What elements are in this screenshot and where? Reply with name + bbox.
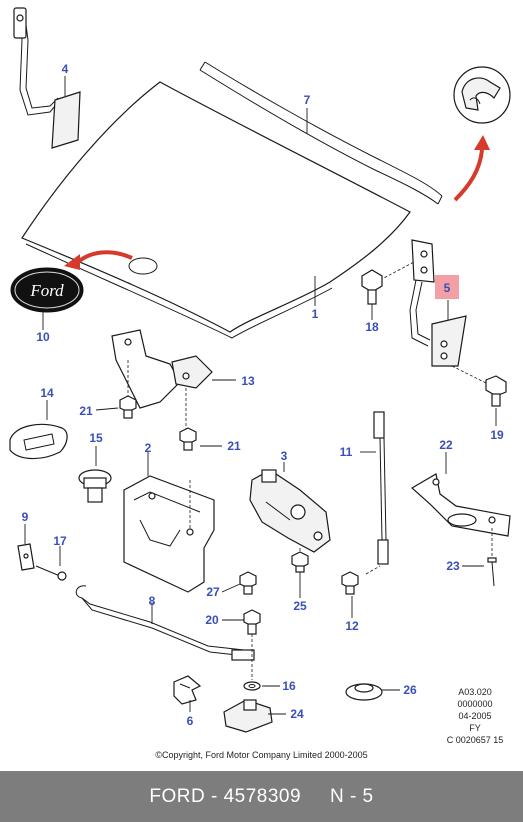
hinge-assembly-right — [409, 239, 467, 367]
callout-19: 19 — [490, 428, 504, 442]
bolt-27 — [239, 571, 257, 595]
callout-17: 17 — [53, 534, 67, 548]
callout-9: 9 — [22, 510, 29, 524]
footer-separator: - — [205, 785, 224, 807]
reference-line-1: A03.020 — [458, 687, 492, 697]
footer-gap — [301, 786, 330, 808]
hood-latch-mechanism — [249, 469, 331, 553]
hood-panel — [21, 81, 411, 339]
callout-10: 10 — [36, 330, 50, 344]
latch-bracket — [111, 329, 213, 430]
prop-rod — [75, 585, 255, 661]
detail-arrow-head — [474, 135, 490, 150]
callout-23: 23 — [446, 559, 460, 573]
ford-logo-badge: Ford — [10, 267, 84, 313]
leader-lines — [24, 76, 497, 715]
bolt-20 — [243, 609, 261, 680]
support-rod-clip-17 — [35, 565, 67, 581]
rivet-23 — [487, 528, 497, 587]
callout-1: 1 — [312, 307, 319, 321]
release-grommet — [9, 423, 68, 460]
bolt-21-right — [179, 427, 197, 451]
callout-20: 20 — [205, 613, 219, 627]
callout-5: 5 — [444, 281, 451, 295]
callout-25: 25 — [293, 599, 307, 613]
washer-16 — [243, 681, 261, 691]
bolt-18 — [361, 261, 415, 305]
callout-15: 15 — [89, 431, 103, 445]
reference-line-2: 0000000 — [457, 699, 493, 709]
callout-16: 16 — [282, 679, 296, 693]
callout-11: 11 — [340, 445, 353, 459]
callout-6: 6 — [187, 714, 194, 728]
grommet-26 — [345, 683, 383, 701]
diagram-reference: A03.020 0000000 04-2005 FY C 0020657 15 — [435, 686, 515, 746]
reference-line-5: C 0020657 15 — [446, 735, 504, 745]
hood-seal-strip — [199, 61, 443, 205]
copyright-notice: ©Copyright, Ford Motor Company Limited 2… — [155, 750, 368, 760]
bumper-stop — [78, 469, 112, 503]
latch-reinforcement — [123, 475, 215, 593]
callout-21-right: 21 — [227, 439, 241, 453]
callout-3: 3 — [281, 449, 288, 463]
callout-2: 2 — [145, 441, 152, 455]
callout-12: 12 — [345, 619, 359, 633]
hinge-arm-left — [13, 7, 81, 149]
callout-7: 7 — [304, 93, 311, 107]
callout-24: 24 — [290, 707, 304, 721]
bolt-12 — [341, 571, 359, 595]
footer-brand: FORD — [149, 785, 206, 807]
callout-27: 27 — [206, 585, 220, 599]
reference-line-3: 04-2005 — [458, 711, 492, 721]
reference-line-4: FY — [469, 723, 481, 733]
parts-diagram: Ford — [9, 7, 511, 733]
bolt-25 — [291, 548, 309, 573]
callout-13: 13 — [241, 374, 255, 388]
footer-bar: FORD - 4578309 N - 5 — [0, 771, 523, 822]
callout-8: 8 — [149, 594, 156, 608]
bolt-21-left — [119, 395, 137, 419]
callout-14: 14 — [40, 386, 54, 400]
callout-18: 18 — [365, 320, 379, 334]
callout-4: 4 — [62, 62, 69, 76]
support-bracket — [410, 473, 511, 537]
rod-holder-24 — [223, 699, 273, 733]
logo-arrow — [76, 250, 133, 264]
cable-clip-9 — [17, 543, 35, 571]
callout-5-highlight — [435, 275, 459, 299]
callout-22: 22 — [439, 438, 453, 452]
logo-arrow-head — [64, 254, 80, 270]
footer-part-number: 4578309 — [223, 785, 302, 807]
detail-arrow — [453, 149, 484, 202]
seal-profile-detail — [453, 66, 511, 124]
callout-21-left: 21 — [79, 404, 93, 418]
bolt-19 — [451, 365, 507, 407]
ford-logo-text: Ford — [29, 281, 64, 300]
clip-6 — [173, 675, 202, 705]
callout-26: 26 — [403, 683, 417, 697]
release-cable — [365, 411, 389, 575]
footer-page-label: N - 5 — [329, 785, 374, 807]
